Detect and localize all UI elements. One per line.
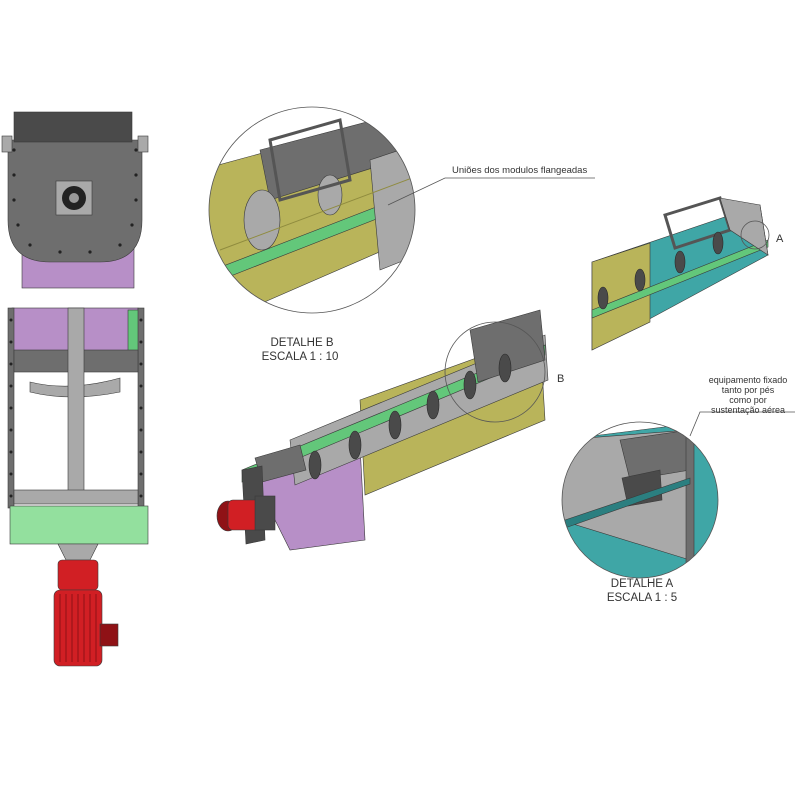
flight-icon: [388, 410, 402, 440]
bolt-icon: [134, 148, 138, 152]
bolt-icon: [139, 450, 143, 454]
bolt-icon: [9, 472, 13, 476]
bolt-icon: [12, 198, 16, 202]
discharge-end-view: A: [591, 196, 784, 351]
detail-a-boundary: [561, 421, 719, 579]
detail-b-callout: Uniões dos modulos flangeadas: [452, 165, 587, 176]
bolt-icon: [9, 406, 13, 410]
detail-b-marker-circle: [444, 321, 546, 423]
detail-a-callout-line-3: como por: [729, 395, 767, 405]
bolt-icon: [134, 198, 138, 202]
detail-a-callout-line-4: sustentação aérea: [711, 405, 785, 415]
flight-icon: [308, 450, 322, 480]
marker-b: B: [557, 373, 564, 385]
detail-a-title: DETALHE A: [611, 578, 674, 590]
main-isometric-view: B: [216, 309, 564, 551]
detail-a-callout: equipamento fixado tanto por pés como po…: [709, 375, 788, 415]
bolt-icon: [9, 384, 13, 388]
bolt-icon: [139, 384, 143, 388]
bolt-icon: [134, 173, 138, 177]
bolt-icon: [139, 406, 143, 410]
front-end-view: [1, 111, 149, 289]
flange-bolts: [12, 148, 138, 254]
gear-motor: [53, 559, 119, 667]
detail-a-view: equipamento fixado tanto por pés como po…: [561, 375, 795, 604]
detail-b-title: DETALHE B: [270, 337, 333, 349]
flight-icon: [597, 286, 609, 310]
side-section-view: [7, 307, 149, 667]
detail-b-leader: [387, 177, 595, 206]
drive-motor: [216, 495, 276, 532]
flight-icon: [634, 268, 646, 292]
flight-icon: [712, 231, 724, 255]
bolt-icon: [139, 494, 143, 498]
motor-cooling-fins: [59, 594, 97, 662]
flight-icon: [348, 430, 362, 460]
flight-icon: [463, 370, 477, 400]
detail-a-callout-line-2: tanto por pés: [722, 385, 775, 395]
bolt-icon: [139, 428, 143, 432]
bolt-icon: [58, 250, 62, 254]
detail-b-view: Uniões dos modulos flangeadas DETALHE B …: [208, 106, 595, 363]
detail-a-scale: ESCALA 1 : 5: [607, 592, 677, 604]
bolt-icon: [12, 173, 16, 177]
side-bolts: [9, 318, 143, 498]
screw-flights: [308, 353, 512, 480]
bolt-icon: [130, 223, 134, 227]
bolt-icon: [139, 472, 143, 476]
detail-b-scale: ESCALA 1 : 10: [262, 351, 339, 363]
flight-icon: [674, 250, 686, 274]
bolt-icon: [9, 362, 13, 366]
bolt-icon: [9, 318, 13, 322]
bolt-icon: [9, 450, 13, 454]
bolt-icon: [28, 243, 32, 247]
bolt-icon: [9, 340, 13, 344]
bolt-icon: [12, 148, 16, 152]
bolt-icon: [88, 250, 92, 254]
detail-b-boundary: [208, 106, 416, 314]
detail-a-callout-line-1: equipamento fixado: [709, 375, 788, 385]
discharge-screw-flights: [597, 231, 724, 310]
bolt-icon: [9, 428, 13, 432]
detail-a-leader: [689, 411, 735, 437]
bolt-icon: [139, 340, 143, 344]
detail-a-marker-circle: [740, 220, 770, 250]
flight-icon: [426, 390, 440, 420]
bolt-icon: [139, 362, 143, 366]
bolt-icon: [9, 494, 13, 498]
bolt-icon: [16, 223, 20, 227]
marker-a: A: [776, 233, 784, 245]
bolt-icon: [139, 318, 143, 322]
bolt-icon: [118, 243, 122, 247]
flight-icon: [498, 353, 512, 383]
